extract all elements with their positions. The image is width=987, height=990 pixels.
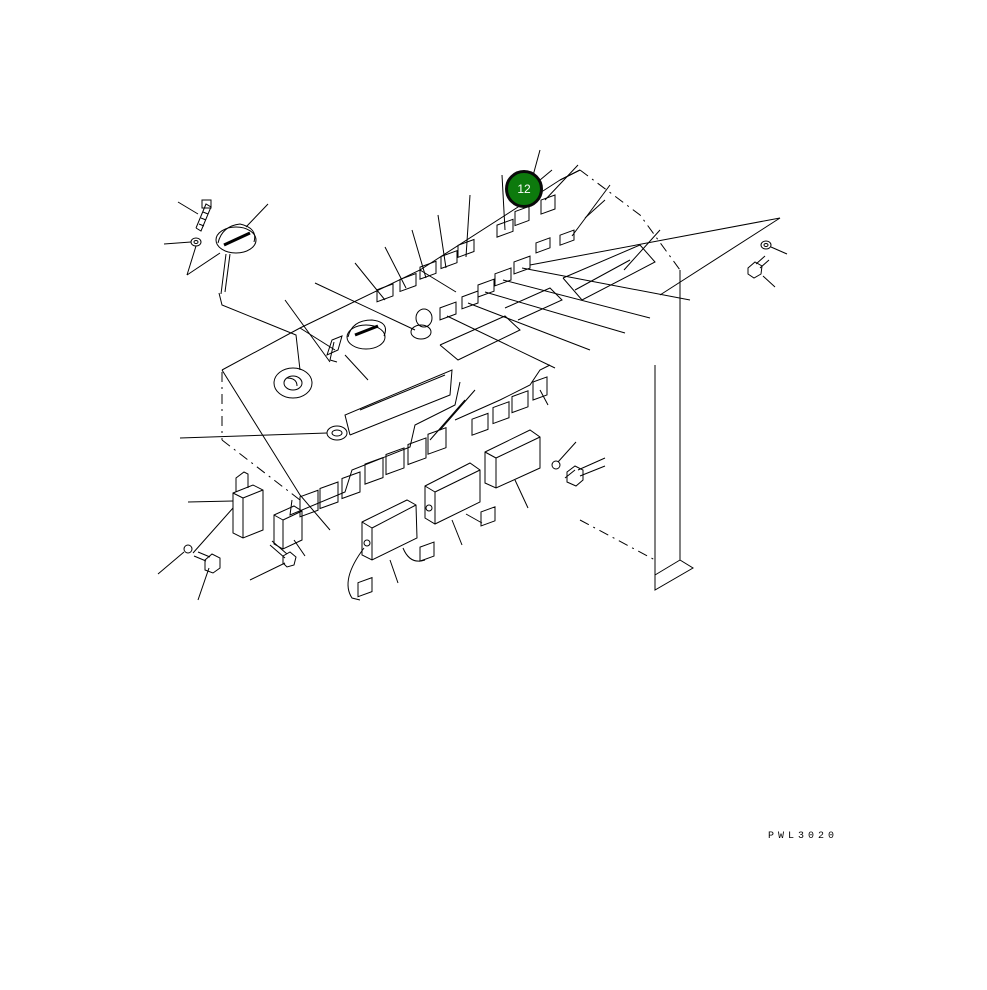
controller-box-2 — [403, 463, 480, 561]
rotary-knob-left — [216, 204, 268, 294]
controller-box-1 — [348, 500, 417, 600]
left-relay-block — [188, 472, 305, 556]
rotary-knob-center — [345, 320, 386, 380]
callout-label: 12 — [517, 182, 531, 196]
bolt-lower-left — [158, 508, 233, 600]
bolt-top-left — [164, 200, 220, 275]
push-knob — [315, 283, 432, 339]
switch-row-lower — [440, 256, 530, 320]
connectors — [358, 507, 495, 597]
drawing-reference-code: PWL3020 — [768, 831, 839, 842]
callout-leader — [540, 170, 552, 180]
leader-lines-switches — [355, 150, 780, 368]
callout-badge[interactable]: 12 — [505, 170, 543, 208]
bolt-top-right — [748, 241, 787, 287]
controller-box-3 — [485, 430, 540, 508]
console-body — [222, 170, 693, 590]
screw-lower — [250, 541, 296, 580]
bolt-right-middle — [552, 442, 605, 486]
relay-strip — [290, 365, 550, 517]
lever-switch — [285, 300, 342, 362]
switch-row-upper — [377, 239, 474, 301]
key-switch-assembly — [219, 293, 312, 398]
indicator-lamp — [180, 426, 347, 440]
